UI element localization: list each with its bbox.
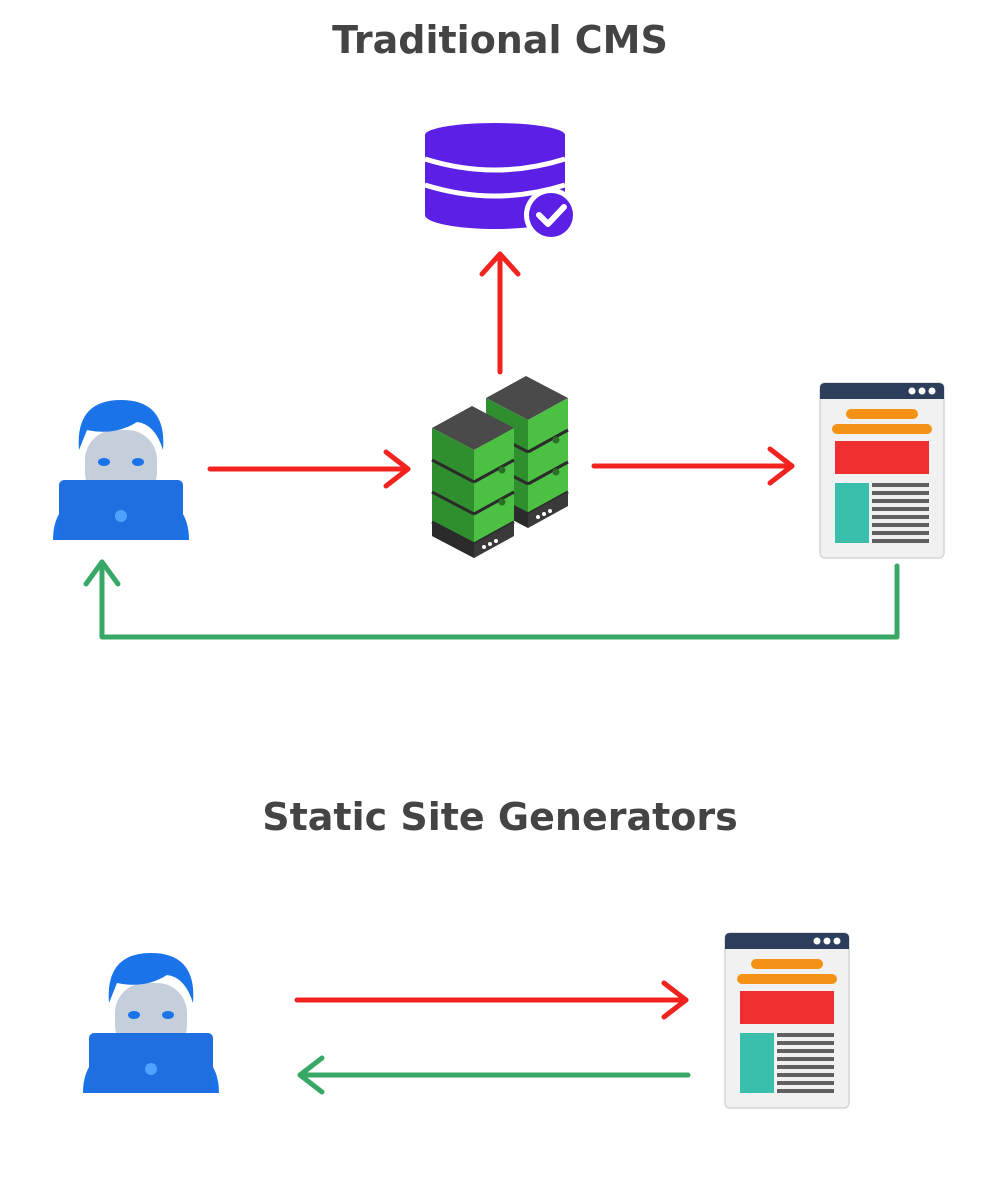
arrow-user-to-webpage xyxy=(294,980,689,1020)
server-rack-icon xyxy=(430,374,570,560)
arrow-server-to-database xyxy=(479,251,521,375)
arrow-user-to-server xyxy=(207,449,411,489)
webpage-icon xyxy=(819,382,945,559)
arrow-webpage-to-user xyxy=(83,559,900,640)
arrow-webpage-to-user-static xyxy=(297,1055,691,1095)
user-laptop-icon xyxy=(53,400,189,540)
section-title-static-site-generators: Static Site Generators xyxy=(262,795,738,839)
user-laptop-icon-static xyxy=(83,953,219,1093)
arrow-server-to-webpage xyxy=(591,446,795,486)
webpage-icon-static xyxy=(724,932,850,1109)
database-icon xyxy=(425,123,578,242)
section-title-traditional-cms: Traditional CMS xyxy=(332,18,668,62)
